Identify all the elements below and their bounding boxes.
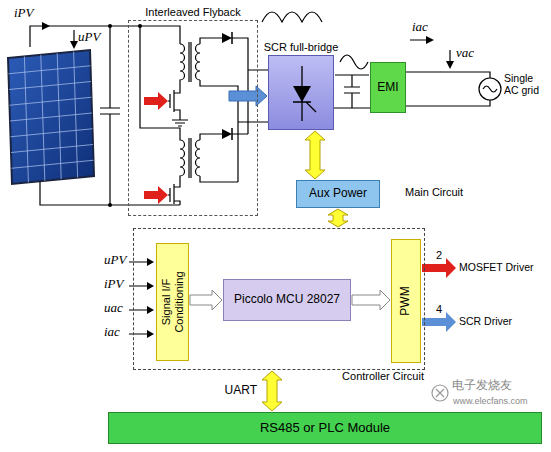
secondary-1 — [196, 38, 248, 182]
transformer-cores — [189, 42, 191, 178]
pwm-box: PWM — [391, 239, 421, 363]
gate-drive-arrow — [144, 186, 168, 204]
current-arrowhead — [426, 36, 434, 44]
voltage-arrowhead — [446, 61, 454, 69]
bus-arrow — [305, 131, 325, 179]
watermark-logo-mark — [436, 389, 444, 397]
scr-triangle — [293, 86, 311, 102]
signal-name: iac — [104, 325, 120, 340]
node-text: Piccolo MCU 28027 — [234, 293, 340, 307]
signal-name: iPV — [104, 277, 124, 292]
rectified-waveform — [262, 12, 322, 22]
pv-cell-line — [10, 113, 92, 121]
gate-drive-arrow — [144, 92, 168, 110]
data-flow-arrow — [190, 290, 222, 310]
grid-meter-arrows — [410, 40, 450, 66]
driver-label: MOSFET Driver — [459, 261, 533, 273]
pv-cell-line — [10, 97, 92, 105]
channel-count: 2 — [436, 249, 442, 262]
mcu-box: Piccolo MCU 28027 — [223, 279, 351, 321]
watermark: 电子发烧友 — [452, 379, 512, 393]
diode-bars — [231, 32, 233, 140]
signal-name: uac — [104, 301, 123, 316]
node-text: Controller Circuit — [342, 370, 424, 383]
pv-cell-line — [11, 145, 93, 153]
voltage-label: vac — [456, 46, 474, 61]
node-text: EMI — [377, 81, 398, 95]
output-capacitor — [334, 75, 370, 108]
input-arrowhead — [147, 282, 154, 290]
pv-cell-line — [9, 66, 91, 74]
grid-label: Single AC grid — [504, 72, 546, 96]
node-text: Signal I/F Conditioning — [160, 248, 185, 356]
edge-label: UART — [224, 384, 258, 398]
watermark-logo — [432, 385, 448, 401]
wires — [30, 12, 501, 401]
sine-waveform — [340, 55, 368, 69]
junction-dot — [108, 24, 112, 28]
scr-bridge-box: SCR full-bridge — [268, 55, 334, 130]
primary-and-mosfet-2 — [140, 26, 185, 205]
emi-filter-box: EMI — [370, 62, 406, 113]
node-text: Aux Power — [309, 187, 367, 201]
current-label: iac — [412, 20, 428, 35]
pv-cell-line — [11, 129, 93, 137]
flyback-region: Interleaved Flyback — [128, 20, 258, 216]
primary-and-mosfet-1 — [168, 44, 188, 126]
ac-source — [479, 78, 501, 100]
current-label: iPV — [14, 6, 34, 21]
input-arrowhead — [147, 306, 154, 314]
node-text: RS485 or PLC Module — [260, 421, 390, 436]
scr-symbol — [269, 56, 335, 131]
current-arrowhead — [42, 22, 50, 30]
channel-count: 4 — [436, 303, 442, 316]
bus-arrow — [262, 371, 282, 411]
node-text: Interleaved Flyback — [145, 6, 240, 19]
scr-lines — [293, 66, 316, 121]
ac-source-wave — [483, 86, 497, 92]
node-text: PWM — [399, 244, 413, 358]
comm-module-box: RS485 or PLC Module — [108, 412, 542, 444]
junction-dot — [138, 24, 142, 28]
input-arrowhead — [147, 258, 154, 266]
signal-name: uPV — [104, 253, 126, 268]
voltage-arrowhead — [70, 41, 78, 49]
grid-wires — [406, 72, 490, 106]
diode-1 — [222, 33, 232, 43]
signal-conditioning-box: Signal I/F Conditioning — [156, 243, 189, 361]
pv-cell-line — [12, 160, 94, 168]
power-wire — [335, 74, 369, 75]
input-arrowhead — [147, 330, 154, 338]
secondary-2 — [196, 134, 248, 182]
data-flow-arrow — [352, 290, 390, 310]
voltage-label: uPV — [78, 30, 100, 45]
pv-top-rail — [30, 26, 180, 47]
drive-arrow — [229, 86, 267, 106]
section-label: Main Circuit — [405, 186, 463, 199]
pv-panel — [8, 50, 94, 184]
aux-power-box: Aux Power — [296, 180, 380, 208]
node-text: SCR full-bridge — [264, 41, 339, 54]
bus-arrow — [328, 209, 348, 227]
input-capacitor — [100, 26, 120, 205]
watermark: www.elecfans.com — [453, 396, 528, 406]
pv-cell-line — [9, 82, 91, 90]
diode-2 — [222, 129, 232, 139]
controller-region: Controller CircuitSignal I/F Conditionin… — [133, 228, 425, 370]
driver-label: SCR Driver — [459, 315, 512, 327]
junction-dot — [108, 203, 112, 207]
pv-cell-grid — [9, 52, 94, 183]
